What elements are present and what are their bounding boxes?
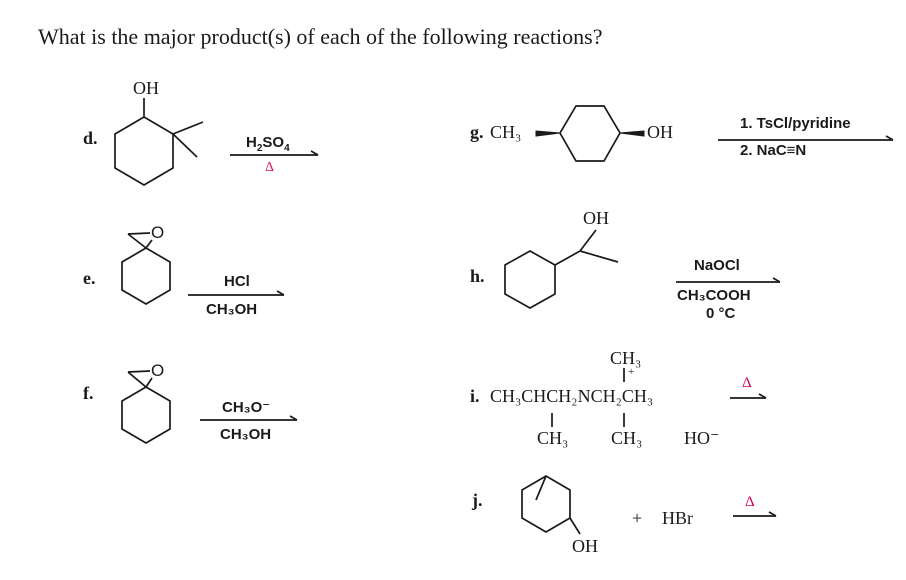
plus-sign-j: + [632, 508, 643, 528]
solvent-methanol-f: CH₃OH [220, 426, 272, 443]
question-text: What is the major product(s) of each of … [38, 24, 603, 49]
problem-label-i: i. [470, 386, 480, 406]
hydroxyl-label-h: OH [583, 208, 609, 228]
cyclohexane-ring-f [121, 386, 171, 444]
methyl-group-g: CH₃ [490, 122, 522, 142]
reagent-acetic-acid: CH₃COOH [677, 287, 751, 304]
problem-label-h: h. [470, 266, 485, 286]
reagent-sulfuric-acid: H2SO4 [246, 134, 290, 154]
hydroxyl-label-d: OH [133, 78, 159, 98]
heat-symbol-j: Δ [745, 494, 755, 510]
hydroxyl-label-g: OH [647, 122, 673, 142]
cyclohexane-ring-g [559, 105, 621, 162]
cyclohexane-ring-d [114, 116, 174, 186]
problem-label-g: g. [470, 122, 484, 142]
epoxide-oxygen-f: O [151, 361, 165, 380]
methyl-group-top-i: CH₃ [610, 348, 642, 368]
methyl-group-bottom-left-i: CH₃ [537, 428, 569, 448]
problem-label-e: e. [83, 268, 96, 288]
positive-charge-i: + [628, 366, 635, 378]
hydroxyl-label-j: OH [572, 536, 598, 556]
reaction-temperature: 0 °C [706, 305, 736, 322]
heat-symbol-d: Δ [265, 160, 275, 175]
reagent-sodium-hypochlorite: NaOCl [694, 257, 740, 274]
hydroxide-base: HO⁻ [684, 428, 720, 448]
reagent-methoxide: CH₃O⁻ [222, 399, 271, 416]
reagent-tscl-pyridine: 1. TsCl/pyridine [740, 115, 851, 132]
heat-symbol-i: Δ [742, 375, 752, 391]
epoxide-oxygen-e: O [151, 223, 165, 242]
reagent-hbr: HBr [662, 508, 693, 528]
solvent-methanol-e: CH₃OH [206, 301, 258, 318]
reagent-sodium-cyanide: 2. NaC≡N [740, 142, 807, 159]
methyl-group-bottom-right-i: CH₃ [611, 428, 643, 448]
ammonium-main-chain: CH₃CHCH₂NCH₂CH₃ [490, 386, 654, 406]
cyclohexane-ring-h [504, 250, 556, 309]
cyclohexane-ring-j [521, 475, 571, 533]
problem-label-f: f. [83, 383, 94, 403]
problem-label-d: d. [83, 128, 98, 148]
problem-label-j: j. [472, 490, 483, 510]
cyclohexane-ring-e [121, 247, 171, 305]
reagent-hcl: HCl [224, 273, 250, 290]
